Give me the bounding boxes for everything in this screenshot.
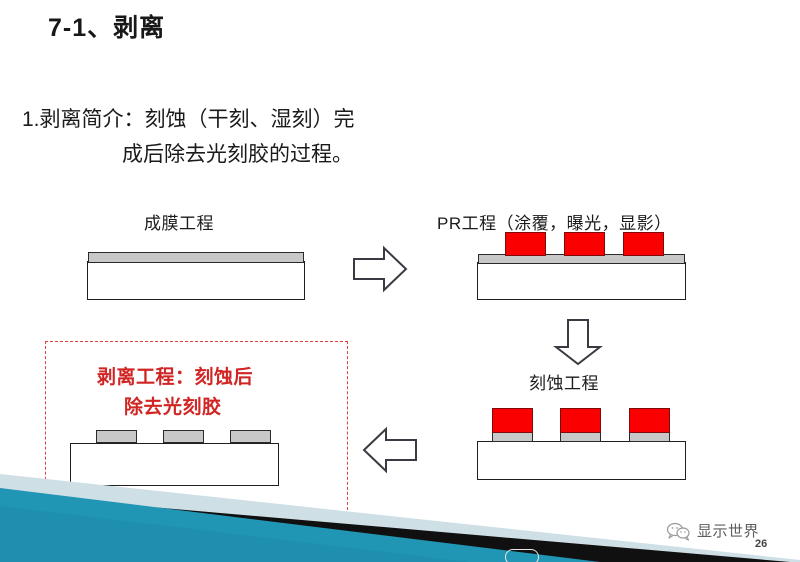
- photoresist-block: [564, 232, 605, 256]
- photoresist-block: [560, 408, 601, 433]
- photoresist-block: [505, 232, 546, 256]
- watermark-label: 显示世界: [697, 523, 760, 540]
- wechat-icon: [666, 522, 690, 541]
- substrate-layer: [87, 261, 305, 300]
- photoresist-block: [623, 232, 664, 256]
- caption-photoresist: PR工程（涂覆，曝光，显影）: [437, 214, 672, 233]
- ghost-pill-artifact: [505, 549, 539, 562]
- page-number: 26: [755, 538, 768, 550]
- substrate-layer: [477, 262, 686, 300]
- watermark: 显示世界: [666, 520, 759, 541]
- arrow-right-icon: [352, 245, 408, 298]
- film-patch: [230, 430, 271, 443]
- photoresist-block: [629, 408, 670, 433]
- diagram-deposition: [87, 252, 305, 300]
- photoresist-block: [492, 408, 533, 433]
- page-title: 7-1、剥离: [48, 14, 166, 42]
- caption-strip-line-2: 除去光刻胶: [124, 397, 222, 418]
- diagram-stripped: [70, 430, 279, 486]
- caption-deposition: 成膜工程: [144, 214, 214, 233]
- arrow-down-icon: [552, 318, 604, 371]
- substrate-layer: [477, 441, 686, 480]
- deco-teal-shade: [0, 506, 470, 562]
- body-text-line-2: 成后除去光刻胶的过程。: [122, 143, 353, 166]
- deco-teal-shape: [0, 488, 600, 562]
- film-layer: [88, 252, 304, 263]
- film-patch: [163, 430, 204, 443]
- body-text-line-1: 1.剥离简介：刻蚀（干刻、湿刻）完: [22, 108, 355, 131]
- diagram-photoresist: [477, 232, 686, 300]
- film-patch: [96, 430, 137, 443]
- substrate-layer: [70, 443, 279, 486]
- diagram-etched: [477, 408, 686, 480]
- caption-strip-line-1: 剥离工程：刻蚀后: [97, 367, 254, 388]
- decorative-band: [0, 474, 800, 562]
- arrow-left-icon: [362, 426, 418, 479]
- caption-etching: 刻蚀工程: [529, 374, 599, 393]
